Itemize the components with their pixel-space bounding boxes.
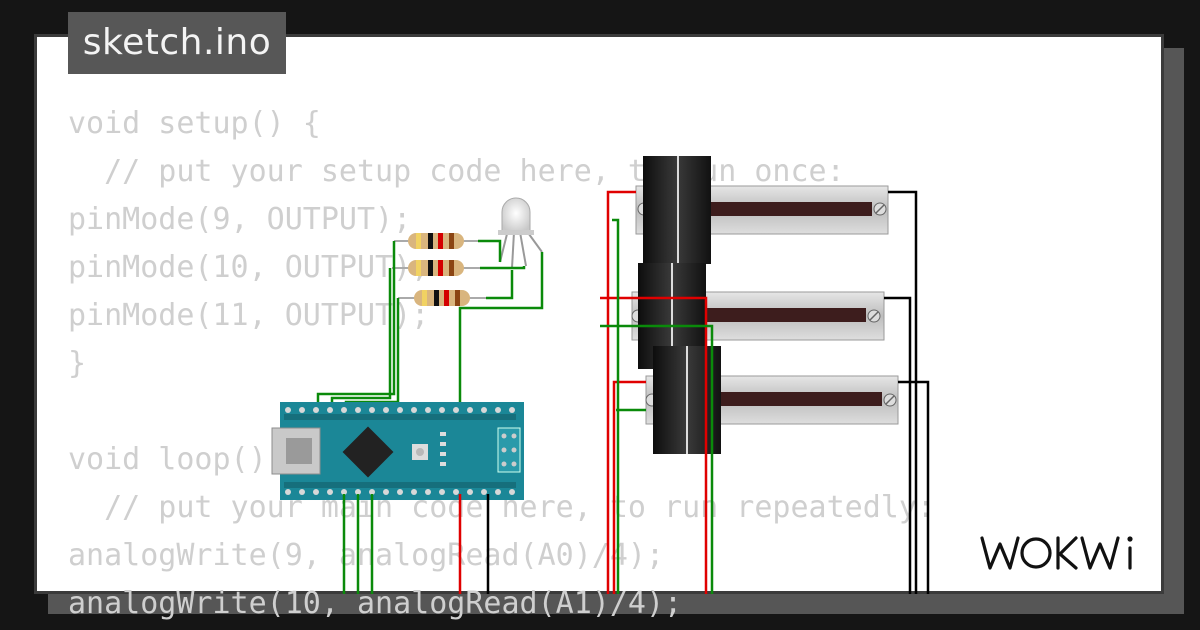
arduino-nano[interactable] — [271, 402, 524, 500]
code-line: } — [68, 346, 87, 381]
wires-potentiometers — [600, 190, 930, 594]
resistor[interactable] — [392, 260, 480, 276]
circuit-diagram — [271, 156, 930, 594]
code-line: analogWrite(9, analogRead(A0)/4); — [68, 538, 665, 573]
resistor[interactable] — [394, 233, 478, 249]
rgb-led[interactable] — [498, 197, 543, 269]
code-line: pinMode(9, OUTPUT); — [68, 202, 412, 237]
resistor[interactable] — [398, 290, 486, 306]
code-line: void setup() { — [68, 106, 321, 141]
wires-board — [342, 494, 490, 594]
code-line: analogWrite(10, analogRead(A1)/4); — [68, 586, 683, 621]
wokwi-logo — [980, 536, 1133, 570]
slide-potentiometer[interactable] — [645, 346, 899, 454]
file-tab[interactable]: sketch.ino — [68, 12, 286, 74]
preview-card — [34, 34, 1164, 594]
code-line: pinMode(11, OUTPUT); — [68, 298, 430, 333]
slide-potentiometer[interactable] — [635, 156, 889, 264]
